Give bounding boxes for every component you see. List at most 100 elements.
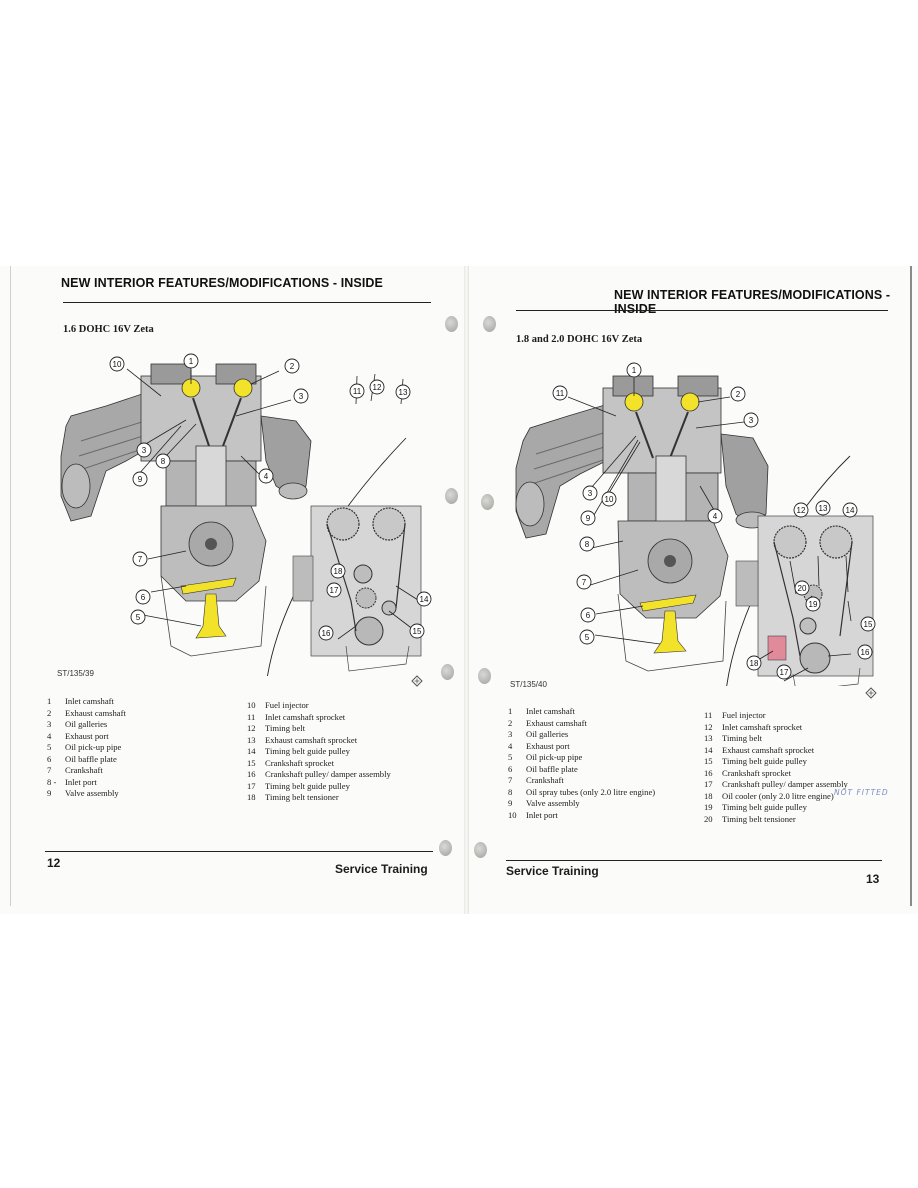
- callout-16: 16: [322, 629, 331, 638]
- callout-18: 18: [750, 659, 759, 668]
- timing-belt-detail: [735, 515, 874, 686]
- manual-spread: NEW INTERIOR FEATURES/MODIFICATIONS - IN…: [0, 266, 918, 914]
- engine-illustration-16: 1 2 3 3 4 5 6 7 8 9 10 11 12 13 14 15 16…: [60, 353, 432, 676]
- callout-8: 8: [161, 457, 166, 466]
- callout-10: 10: [605, 495, 614, 504]
- handwritten-note: NOT FITTED: [834, 788, 889, 797]
- footer-title: Service Training: [335, 862, 428, 876]
- figure-reference: ST/135/39: [57, 669, 94, 678]
- exhaust-camshaft-highlight: [680, 392, 700, 412]
- punch-hole-icon: [478, 668, 491, 684]
- callout-16: 16: [861, 648, 870, 657]
- oil-cooler-highlight: [767, 635, 787, 661]
- callout-11: 11: [353, 387, 362, 396]
- section-subtitle: 1.8 and 2.0 DOHC 16V Zeta: [516, 334, 643, 345]
- callout-20: 20: [798, 584, 807, 593]
- right-page: NEW INTERIOR FEATURES/MODIFICATIONS - IN…: [468, 266, 912, 906]
- callout-2: 2: [290, 362, 295, 371]
- footer-title: Service Training: [506, 864, 599, 878]
- timing-belt-detail: [292, 505, 422, 672]
- footer-rule: [45, 851, 433, 852]
- callout-1: 1: [189, 357, 194, 366]
- callout-14: 14: [846, 506, 855, 515]
- punch-hole-icon: [481, 494, 494, 510]
- callout-17: 17: [780, 668, 789, 677]
- callout-9: 9: [586, 514, 591, 523]
- punch-hole-icon: [441, 664, 454, 680]
- callout-7: 7: [582, 578, 587, 587]
- figure-reference: ST/135/40: [510, 680, 547, 689]
- page-header: NEW INTERIOR FEATURES/MODIFICATIONS - IN…: [614, 288, 891, 316]
- page-header: NEW INTERIOR FEATURES/MODIFICATIONS - IN…: [61, 276, 383, 290]
- callout-1: 1: [632, 366, 637, 375]
- callout-19: 19: [809, 600, 818, 609]
- page-number: 13: [866, 872, 880, 886]
- callout-9: 9: [138, 475, 143, 484]
- callout-15: 15: [413, 627, 422, 636]
- callout-11: 11: [556, 389, 565, 398]
- punch-hole-icon: [439, 840, 452, 856]
- legend-item: 8 -Inlet port: [47, 776, 97, 787]
- callout-8: 8: [585, 540, 590, 549]
- ford-logo-icon: [865, 687, 877, 699]
- callout-17: 17: [330, 586, 339, 595]
- header-rule: [516, 310, 888, 311]
- callout-2: 2: [736, 390, 741, 399]
- punch-hole-icon: [445, 488, 458, 504]
- oil-pickup-highlight: [653, 610, 687, 654]
- callout-12: 12: [373, 383, 382, 392]
- callout-7: 7: [138, 555, 143, 564]
- callout-12: 12: [797, 506, 806, 515]
- callout-18: 18: [334, 567, 343, 576]
- binding-fold: [464, 266, 469, 914]
- page-number: 12: [47, 856, 61, 870]
- callout-6: 6: [586, 611, 591, 620]
- engine-illustration-18-20: 1 2 3 3 4 5 6 7 8 9 10 11 12 13 14 15 16…: [515, 362, 876, 686]
- callout-3: 3: [299, 392, 304, 401]
- footer-rule: [506, 860, 882, 861]
- callout-14: 14: [420, 595, 429, 604]
- ford-logo-icon: [411, 675, 423, 687]
- header-rule: [63, 302, 431, 303]
- punch-hole-icon: [483, 316, 496, 332]
- punch-hole-icon: [474, 842, 487, 858]
- callout-3b: 3: [588, 489, 593, 498]
- exhaust-camshaft-highlight: [233, 378, 253, 398]
- callout-10: 10: [113, 360, 122, 369]
- callout-3b: 3: [142, 446, 147, 455]
